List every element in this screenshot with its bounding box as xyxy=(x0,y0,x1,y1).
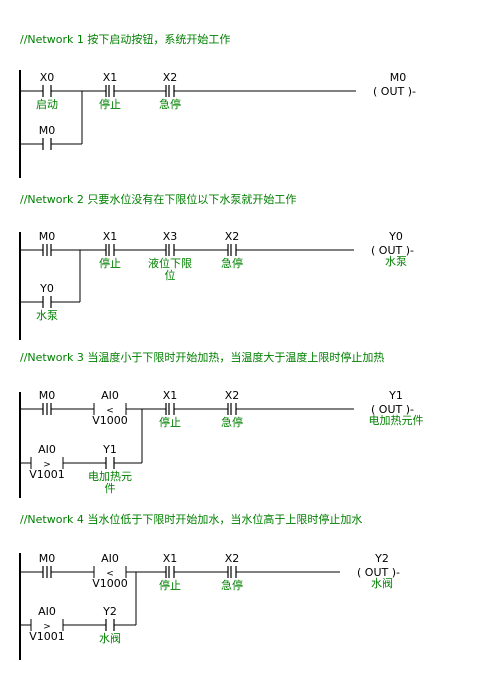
network-2-branch-contact-1-address: Y0 xyxy=(39,282,54,295)
network-1-branch-contact-1-address: M0 xyxy=(39,124,56,137)
network-1-main-contact-1-address: X0 xyxy=(40,71,55,84)
network-3-main-contact-3-address: X1 xyxy=(163,389,178,402)
network-3-branch-contact-2-label-line-2: 件 xyxy=(105,482,116,495)
network-4-coil-address: Y2 xyxy=(374,552,389,565)
network-3-title: //Network 3 当温度小于下限时开始加热，当温度大于温度上限时停止加热 xyxy=(20,351,385,364)
network-3-main-contact-3-label: 停止 xyxy=(159,415,181,429)
network-2-main-contact-2-address: X1 xyxy=(103,230,118,243)
network-2-branch-contact-1-label: 水泵 xyxy=(36,309,58,322)
network-3-branch-contact-2-label-line-1: 电加热元 xyxy=(88,470,132,483)
network-1-main-contact-2-address: X1 xyxy=(103,71,118,84)
network-3-main-contact-4-address: X2 xyxy=(225,389,240,402)
network-4-branch-compare-1-reference: V1001 xyxy=(29,630,65,643)
network-4-branch-contact-2-label: 水阀 xyxy=(99,631,121,645)
network-3-main-compare-2-reference: V1000 xyxy=(92,414,128,427)
network-2-main-contact-1-address: M0 xyxy=(39,230,56,243)
network-4-title: //Network 4 当水位低于下限时开始加水，当水位高于上限时停止加水 xyxy=(20,513,363,526)
network-4-coil-text: ( OUT )- xyxy=(357,566,400,579)
network-2-coil-address: Y0 xyxy=(388,230,403,243)
network-2-main-contact-2-label: 停止 xyxy=(99,256,121,270)
network-2-main-contact-2 xyxy=(105,244,115,256)
network-4-main-contact-4-label: 急停 xyxy=(221,578,243,592)
network-4-branch-compare-1-address: AI0 xyxy=(38,605,56,618)
network-2-coil-label: 水泵 xyxy=(385,255,407,268)
network-4-main-contact-4 xyxy=(227,566,237,578)
network-3-main-contact-3 xyxy=(165,403,175,415)
network-1-title: //Network 1 按下启动按钮，系统开始工作 xyxy=(20,33,231,46)
network-2-main-contact-4-address: X2 xyxy=(225,230,240,243)
network-3-coil-label: 电加热元件 xyxy=(369,414,424,427)
network-3-main-compare-2-operator: < xyxy=(106,406,114,416)
network-3-main-contact-1-address: M0 xyxy=(39,389,56,402)
network-3-coil-address: Y1 xyxy=(388,389,403,402)
network-4-main-contact-3-address: X1 xyxy=(163,552,178,565)
network-1-main-contact-3-address: X2 xyxy=(163,71,178,84)
network-3-branch-compare-1-operator: > xyxy=(43,460,51,470)
network-2-title: //Network 2 只要水位没有在下限位以下水泵就开始工作 xyxy=(20,193,297,206)
network-2-main-contact-3 xyxy=(165,244,175,256)
network-2-main-contact-4 xyxy=(227,244,237,256)
network-3-branch-compare-1-address: AI0 xyxy=(38,443,56,456)
network-1-coil-address: M0 xyxy=(390,71,407,84)
network-3-branch-contact-2 xyxy=(105,457,115,469)
network-3-main-contact-4 xyxy=(227,403,237,415)
network-4-main-contact-1-address: M0 xyxy=(39,552,56,565)
network-3-main-contact-4-label: 急停 xyxy=(221,415,243,429)
network-1-main-contact-2-label: 停止 xyxy=(99,97,121,111)
network-4-main-contact-4-address: X2 xyxy=(225,552,240,565)
network-1-main-contact-1-label: 启动 xyxy=(36,98,58,111)
network-4-branch-contact-2 xyxy=(105,619,115,631)
network-2-branch-contact-1 xyxy=(42,296,52,308)
network-2-coil-text: ( OUT )- xyxy=(371,244,414,257)
network-2-main-contact-3-address: X3 xyxy=(163,230,178,243)
network-3-branch-contact-2-address: Y1 xyxy=(102,443,117,456)
network-4-main-contact-1 xyxy=(42,566,52,578)
network-1-main-contact-3 xyxy=(165,85,175,97)
network-2-main-contact-1 xyxy=(42,244,52,256)
network-4-main-contact-3 xyxy=(165,566,175,578)
network-4-main-compare-2-operator: < xyxy=(106,569,114,579)
network-4-main-contact-3-label: 停止 xyxy=(159,578,181,592)
network-1-coil-text: ( OUT )- xyxy=(373,85,416,98)
network-1-main-contact-2 xyxy=(105,85,115,97)
network-3-main-compare-2-address: AI0 xyxy=(101,389,119,402)
network-3-main-contact-1 xyxy=(42,403,52,415)
network-4-main-compare-2-address: AI0 xyxy=(101,552,119,565)
network-3-branch-compare-1-reference: V1001 xyxy=(29,468,65,481)
network-1-main-contact-1 xyxy=(42,85,52,97)
network-1-main-contact-3-label: 急停 xyxy=(159,97,181,111)
network-4-coil-label: 水阀 xyxy=(371,576,393,590)
network-1-branch-contact-1 xyxy=(42,138,52,150)
network-2-main-contact-3-label-line-2: 位 xyxy=(165,268,176,282)
network-4-branch-contact-2-address: Y2 xyxy=(102,605,117,618)
network-2-main-contact-3-label-line-1: 液位下限 xyxy=(148,256,192,270)
network-3-coil-text: ( OUT )- xyxy=(371,403,414,416)
network-4-branch-compare-1-operator: > xyxy=(43,622,51,632)
network-4-main-compare-2-reference: V1000 xyxy=(92,577,128,590)
network-2-main-contact-4-label: 急停 xyxy=(221,256,243,270)
